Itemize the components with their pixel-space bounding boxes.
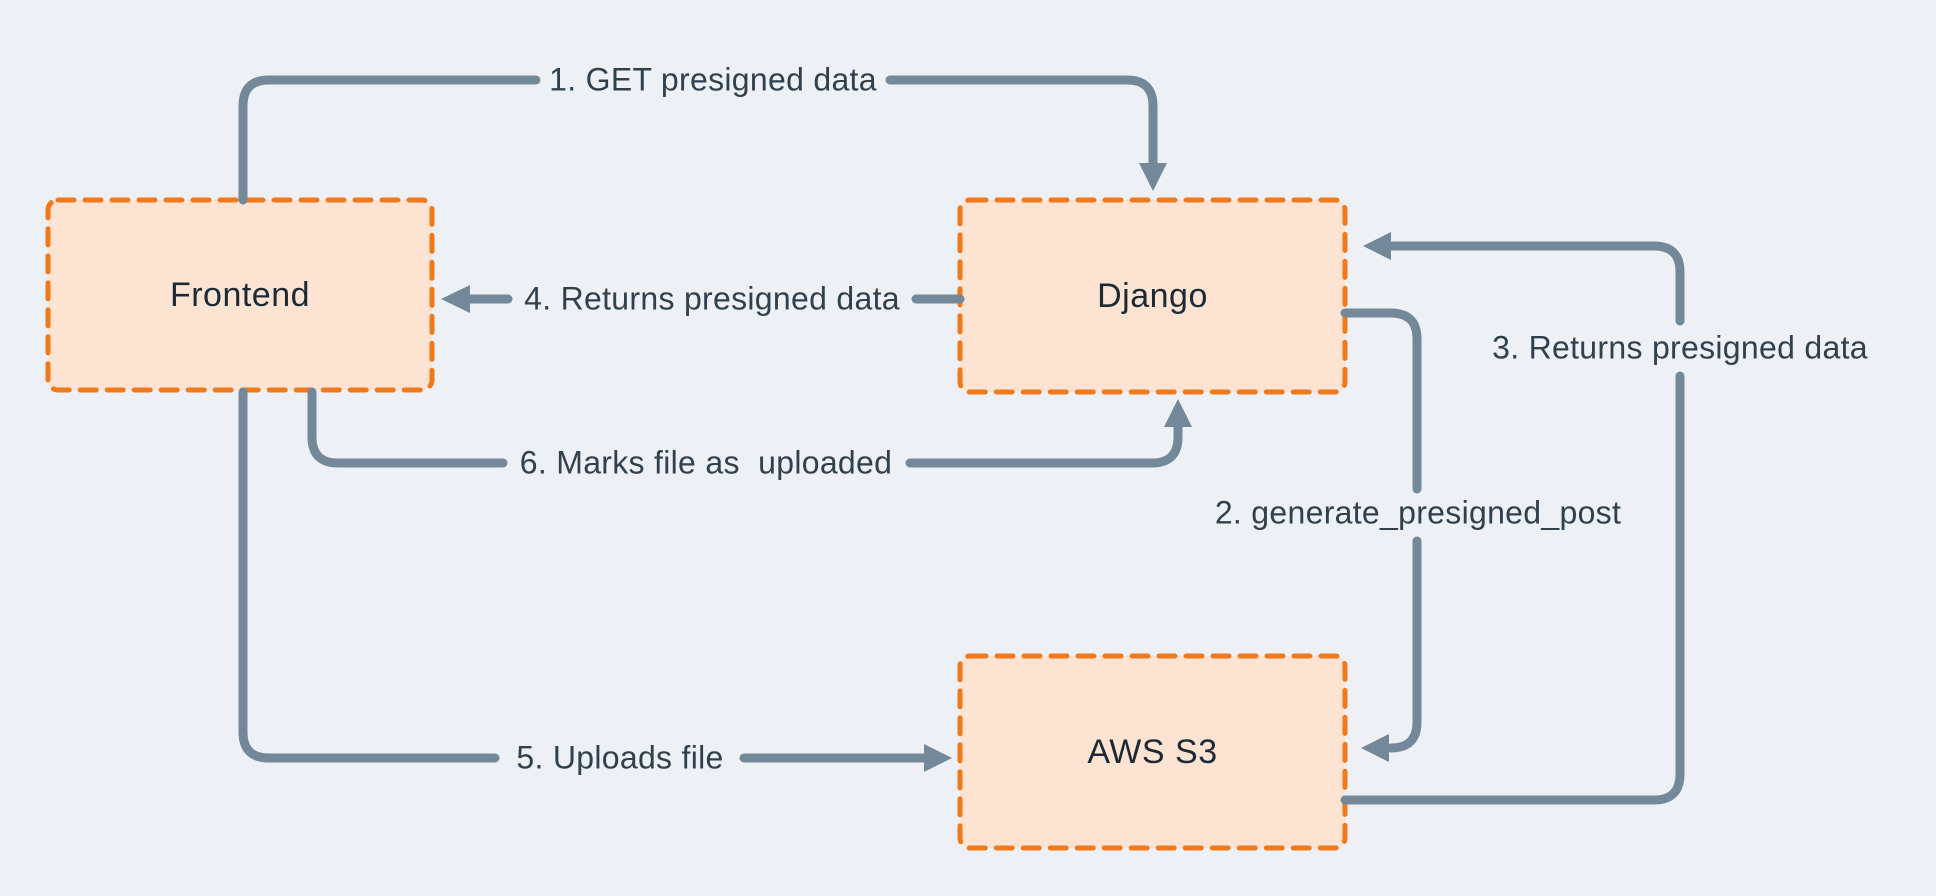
edge-3-line [1340,241,1685,805]
edge-4-label: 4. Returns presigned data [524,280,900,317]
node-django-label: Django [1097,276,1208,315]
edge-1-arrowhead-down [1139,163,1167,191]
edge-4-arrowhead-left [441,285,470,313]
edge-1-line [238,75,1158,205]
node-aws-s3: AWS S3 [960,656,1345,848]
node-aws-s3-label: AWS S3 [1087,732,1218,771]
node-django: Django [960,200,1345,392]
edge-6-label: 6. Marks file as uploaded [519,444,893,481]
edge-5-arrowhead-right [924,744,952,772]
aws-s3-box-outline [957,653,1348,851]
edge-lines [238,75,1685,805]
edge-2-line [1340,308,1422,753]
edge-arrowheads [441,163,1391,772]
node-frontend: Frontend [48,200,432,390]
edge-2-label: 2. generate_presigned_post [1214,494,1622,531]
edge-3-arrowhead-left [1363,232,1391,260]
edge-1-label: 1. GET presigned data [549,61,877,98]
edge-3-label: 3. Returns presigned data [1492,329,1868,366]
edge-5-label: 5. Uploads file [516,739,724,776]
edge-5-line [238,387,929,763]
node-boxes [45,197,1348,851]
edge-6-line [307,387,1183,468]
edge-2-arrowhead-left [1361,734,1389,762]
node-frontend-label: Frontend [169,275,311,314]
edge-6-arrowhead-up [1164,399,1192,427]
